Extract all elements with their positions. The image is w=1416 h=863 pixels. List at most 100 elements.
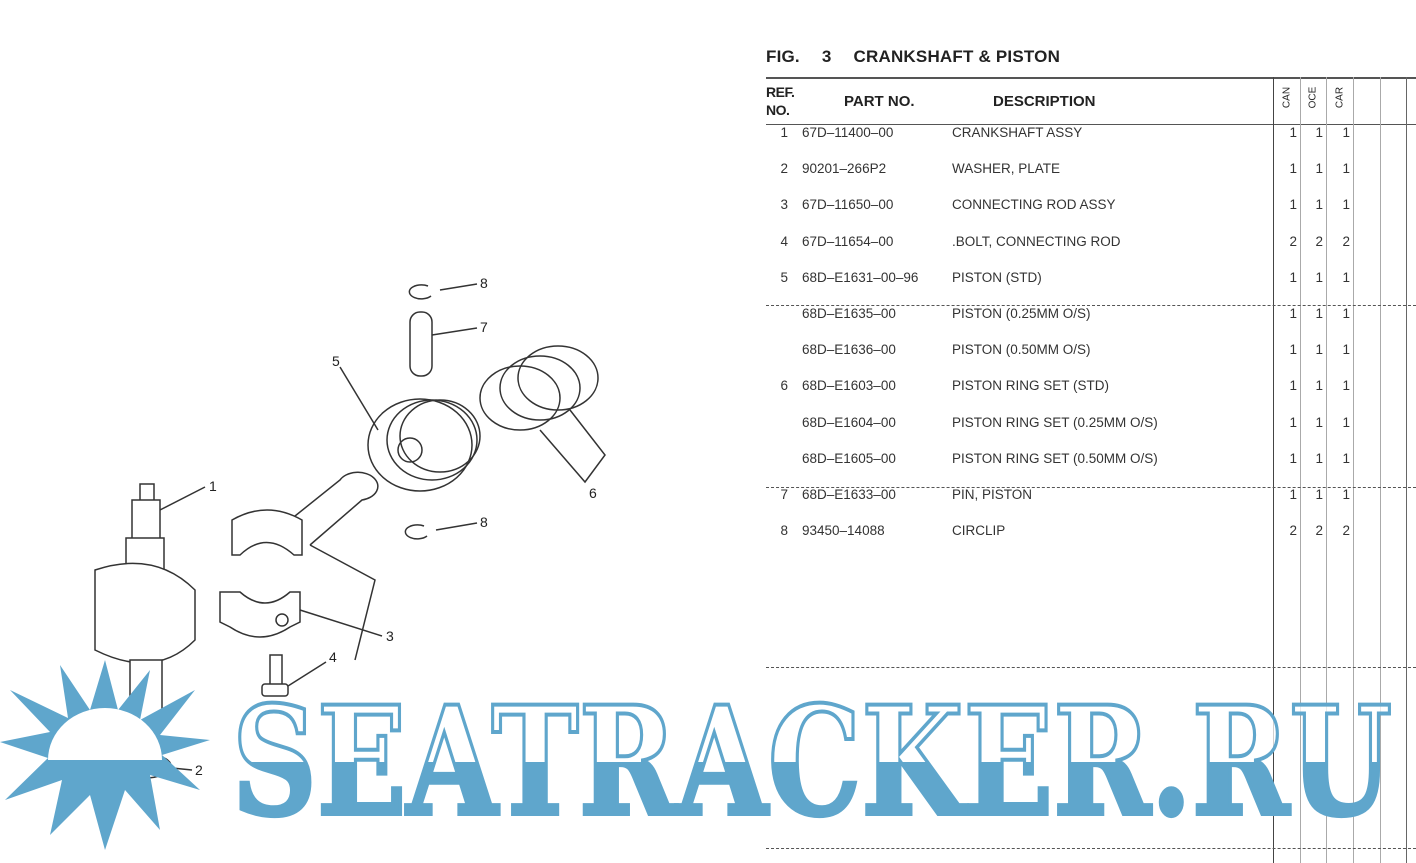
part-number: 68D–E1631–00–96 <box>802 269 919 285</box>
quantity-car: 1 <box>1342 306 1350 321</box>
ref-no-header: REF. NO. <box>766 83 795 119</box>
quantity-can: 1 <box>1289 378 1297 394</box>
quantity-can: 1 <box>1289 450 1297 466</box>
qty-header-car: CAR <box>1334 86 1346 109</box>
watermark-text: SEATRACKER.RU <box>232 674 1392 850</box>
part-description: PIN, PISTON <box>952 487 1033 502</box>
part-number: 68D–E1633–00 <box>802 487 896 502</box>
part-number: 68D–E1604–00 <box>802 414 896 430</box>
table-row: 68D–E1604–00 PISTON RING SET (0.25MM O/S)… <box>766 415 1416 433</box>
group-separator <box>766 305 1416 306</box>
quantity-car: 1 <box>1342 197 1350 213</box>
quantity-can: 1 <box>1289 197 1297 213</box>
quantity-oce: 1 <box>1315 342 1323 358</box>
callout-1: 1 <box>209 478 217 494</box>
circlip-top <box>408 284 432 300</box>
column-divider <box>1300 77 1301 863</box>
quantity-oce: 1 <box>1315 161 1323 177</box>
quantity-car: 1 <box>1342 161 1350 177</box>
quantity-oce: 1 <box>1315 197 1323 213</box>
quantity-car: 1 <box>1342 342 1350 358</box>
quantity-can: 1 <box>1289 342 1297 358</box>
callout-2: 2 <box>195 762 203 778</box>
callout-6: 6 <box>589 485 597 501</box>
quantity-can: 1 <box>1289 306 1297 321</box>
crankshaft <box>94 483 196 731</box>
quantity-can: 1 <box>1289 161 1297 177</box>
ref-number: 2 <box>780 161 788 177</box>
group-separator <box>766 487 1416 488</box>
part-description: PISTON RING SET (0.50MM O/S) <box>952 450 1158 466</box>
ref-number: 7 <box>780 487 788 502</box>
part-description: CONNECTING ROD ASSY <box>952 197 1116 213</box>
table-top-rule <box>766 77 1416 79</box>
quantity-oce: 1 <box>1315 487 1323 502</box>
ref-number: 3 <box>780 197 788 213</box>
ref-number: 6 <box>780 378 788 394</box>
part-description: .BOLT, CONNECTING ROD <box>952 233 1121 249</box>
figure-name: CRANKSHAFT & PISTON <box>853 47 1061 66</box>
column-divider <box>1406 77 1407 863</box>
quantity-oce: 1 <box>1315 125 1323 140</box>
table-row: 68D–E1605–00 PISTON RING SET (0.50MM O/S)… <box>766 451 1416 469</box>
qty-header-oce: OCE <box>1307 86 1319 109</box>
callout-7: 7 <box>480 319 488 335</box>
callout-8-top: 8 <box>480 275 488 291</box>
quantity-car: 1 <box>1342 450 1350 466</box>
quantity-can: 1 <box>1289 414 1297 430</box>
group-separator <box>766 848 1416 849</box>
ref-header-line2: NO. <box>766 102 790 118</box>
part-description: CIRCLIP <box>952 523 1006 539</box>
quantity-can: 1 <box>1289 269 1297 285</box>
connecting-rod <box>219 471 379 638</box>
qty-header-can: CAN <box>1281 86 1293 109</box>
piston <box>367 398 481 492</box>
quantity-oce: 1 <box>1315 450 1323 466</box>
quantity-oce: 1 <box>1315 414 1323 430</box>
quantity-oce: 2 <box>1315 523 1323 539</box>
quantity-car: 2 <box>1342 523 1350 539</box>
part-number: 67D–11400–00 <box>802 125 894 140</box>
piston-pin <box>409 311 433 377</box>
part-description: PISTON (0.25MM O/S) <box>952 306 1091 321</box>
quantity-can: 1 <box>1289 125 1297 140</box>
sun-logo-icon <box>0 660 210 850</box>
part-description: CRANKSHAFT ASSY <box>952 125 1083 140</box>
callout-8-bottom: 8 <box>480 514 488 530</box>
column-divider <box>1273 77 1274 863</box>
column-divider <box>1326 77 1327 863</box>
ref-number: 4 <box>780 233 788 249</box>
group-separator <box>766 667 1416 668</box>
ref-header-line1: REF. <box>766 84 795 100</box>
part-number: 67D–11654–00 <box>802 233 894 249</box>
callout-4: 4 <box>329 649 337 665</box>
callout-3: 3 <box>386 628 394 644</box>
piston-rings <box>479 345 599 431</box>
ref-number: 1 <box>780 125 788 140</box>
column-divider <box>1353 77 1354 863</box>
quantity-oce: 1 <box>1315 378 1323 394</box>
part-number: 67D–11650–00 <box>802 197 894 213</box>
quantity-car: 1 <box>1342 378 1350 394</box>
exploded-diagram: 8 7 5 6 1 8 3 4 2 <box>94 275 606 779</box>
quantity-car: 1 <box>1342 487 1350 502</box>
quantity-oce: 1 <box>1315 269 1323 285</box>
part-number: 68D–E1605–00 <box>802 450 896 466</box>
description-header: DESCRIPTION <box>993 93 1096 110</box>
circlip-bottom <box>404 524 428 540</box>
quantity-oce: 2 <box>1315 233 1323 249</box>
part-description: PISTON RING SET (0.25MM O/S) <box>952 414 1158 430</box>
column-divider <box>1380 77 1381 863</box>
part-no-header: PART NO. <box>844 93 915 110</box>
table-row: 3 67D–11650–00 CONNECTING ROD ASSY 1 1 1 <box>766 197 1416 215</box>
part-number: 68D–E1636–00 <box>802 342 896 358</box>
watermark: SEATRACKER.RU <box>0 660 1394 852</box>
